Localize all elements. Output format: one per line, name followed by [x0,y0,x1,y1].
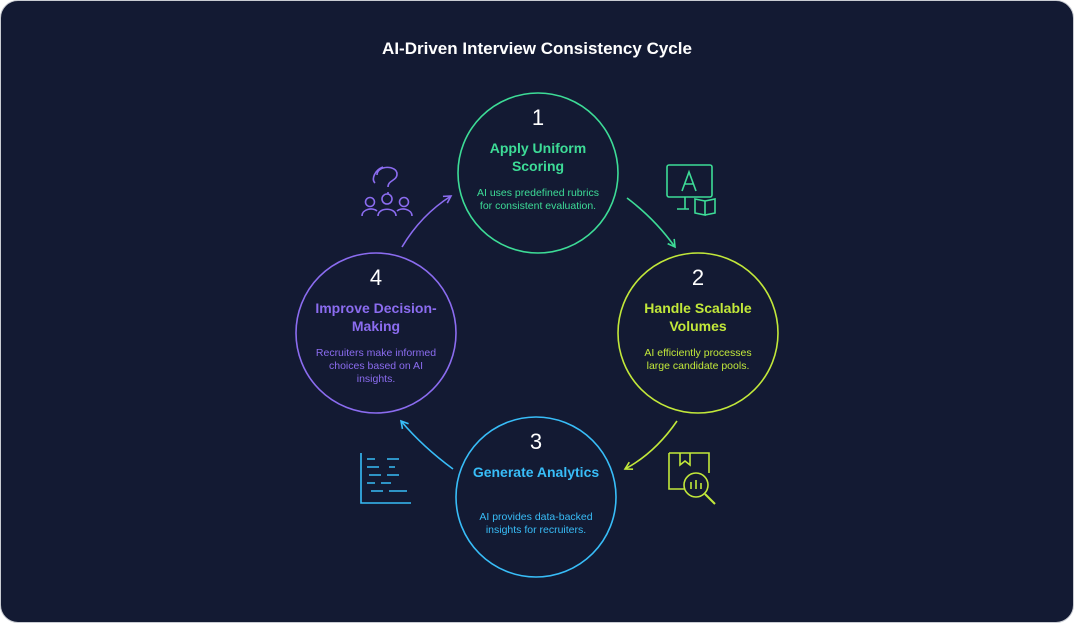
chart-lines-icon [360,453,411,504]
arrow-2-to-3 [623,420,678,471]
step-2-circle [617,252,779,414]
step-3-number: 3 [529,429,543,454]
step-4-heading: Improve Decision-Making [315,300,437,334]
step-1-heading: Apply Uniform Scoring [489,140,587,174]
step-4-node: 4 Improve Decision-Making Recruiters mak… [296,253,456,413]
step-1-circle [457,92,619,254]
step-1-number: 1 [531,105,545,130]
step-2-node: 2 Handle Scalable Volumes AI efficiently… [618,253,778,413]
step-3-node: 3 Generate Analytics AI provides data-ba… [456,417,616,577]
step-2-description: AI efficiently processes large candidate… [644,347,752,372]
step-1-node: 1 Apply Uniform Scoring AI uses predefin… [458,93,618,253]
arrow-4-to-1 [401,195,453,248]
step-2-number: 2 [691,265,705,290]
step-2-heading: Handle Scalable Volumes [644,300,752,334]
monitor-book-icon [666,164,716,216]
arrow-1-to-2 [626,197,676,249]
group-question-icon [361,166,413,217]
step-3-circle [455,416,617,578]
step-1-description: AI uses predefined rubrics for consisten… [477,187,599,212]
step-4-description: Recruiters make informed choices based o… [315,347,437,385]
step-3-heading: Generate Analytics [472,464,600,480]
document-search-icon [668,452,716,505]
step-3-description: AI provides data-backed insights for rec… [479,511,593,536]
step-4-number: 4 [369,265,383,290]
step-4-circle [295,252,457,414]
arrow-3-to-4 [399,419,454,470]
diagram-title: AI-Driven Interview Consistency Cycle [382,39,692,58]
